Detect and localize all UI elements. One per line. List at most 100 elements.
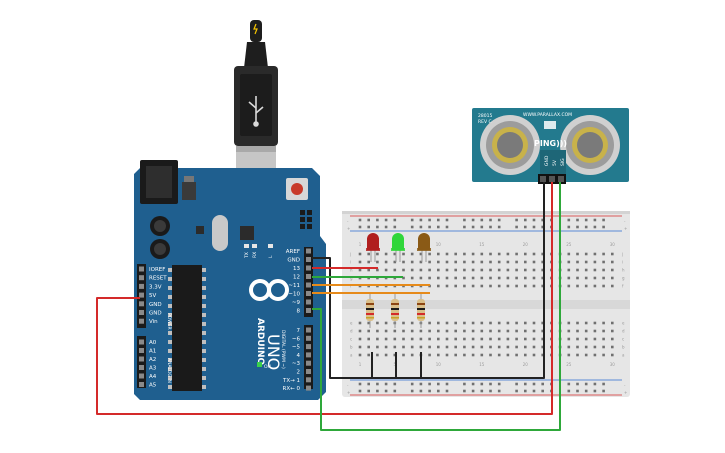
arduino-uno-board[interactable]: TX RX L ARDUINO UNO ON IOREFRESET3.3V5VG… <box>134 160 326 400</box>
rail-sign-left-3: + <box>347 390 350 395</box>
brand-text: ARDUINO <box>255 318 265 366</box>
digital-top-label-7: 8 <box>297 309 301 315</box>
digital-header-top <box>304 247 313 317</box>
power-pin-6[interactable] <box>139 318 144 324</box>
digital-top-pin-7[interactable] <box>306 308 311 313</box>
digital-top-pin-5[interactable] <box>306 291 311 296</box>
digital-bottom-pin-5[interactable] <box>306 369 311 374</box>
analog-pin-0[interactable] <box>139 339 144 345</box>
atmega-chip <box>172 265 202 391</box>
column-number-top-15: 15 <box>479 242 485 247</box>
rail-sign-left-1: + <box>347 226 350 231</box>
digital-bottom-pin-6[interactable] <box>306 377 311 383</box>
power-label-6: Vin <box>149 319 158 325</box>
digital-bottom-label-4: ~3 <box>292 361 301 367</box>
led-label-rx: RX <box>252 252 258 258</box>
digital-top-label-3: 12 <box>293 275 300 281</box>
row-letter-left-8: b <box>350 345 353 350</box>
row-letter-left-2: h <box>350 268 353 273</box>
analog-label-3: A3 <box>149 366 157 372</box>
sensor-pin-gnd[interactable] <box>540 176 546 182</box>
power-pin-1[interactable] <box>139 275 144 281</box>
digital-bottom-pin-0[interactable] <box>306 327 311 333</box>
resistor-0[interactable] <box>366 294 374 328</box>
digital-bottom-pin-4[interactable] <box>306 360 311 366</box>
column-number-bottom-10: 10 <box>436 362 442 367</box>
parallax-logo <box>544 121 556 129</box>
wire-5v-to-sensor[interactable] <box>96 182 553 415</box>
sensor-pin-sig[interactable] <box>558 176 564 182</box>
column-number-bottom-25: 25 <box>566 362 572 367</box>
digital-top-pin-4[interactable] <box>306 282 311 288</box>
power-pin-5[interactable] <box>139 310 144 315</box>
analog-pin-5[interactable] <box>139 382 144 387</box>
row-letter-left-7: c <box>350 337 352 342</box>
led-2[interactable] <box>417 233 431 262</box>
on-label: ON <box>264 364 271 370</box>
digital-top-pin-1[interactable] <box>306 257 311 262</box>
pin-label-gnd: GND <box>544 155 550 166</box>
led-0[interactable] <box>366 233 380 262</box>
power-pin-2[interactable] <box>139 283 144 289</box>
analog-pin-2[interactable] <box>139 356 144 362</box>
row-letter-left-9: a <box>350 353 353 358</box>
row-letter-right-6: d <box>622 329 625 334</box>
power-label-1: RESET <box>149 276 167 282</box>
usb-cable[interactable] <box>234 20 278 190</box>
digital-section-label: DIGITAL (PWM ~) <box>280 330 286 369</box>
power-pin-0[interactable] <box>139 266 144 272</box>
rail-sign-right-3: + <box>624 390 627 395</box>
revision-label: REV C <box>478 119 492 125</box>
digital-bottom-pin-1[interactable] <box>306 335 311 341</box>
power-label-0: IOREF <box>149 267 165 273</box>
wire-gnd-to-breadboard[interactable] <box>312 182 545 379</box>
analog-pin-1[interactable] <box>139 348 144 353</box>
pin-label-5v: 5V <box>552 159 558 166</box>
digital-top-pin-2[interactable] <box>306 265 311 271</box>
digital-top-label-5: ~10 <box>288 292 300 298</box>
digital-top-pin-3[interactable] <box>306 274 311 279</box>
sensor-title: PING))) <box>534 139 567 148</box>
ping-ultrasonic-sensor[interactable]: 28015 REV C WWW.PARALLAX.COM PING))) GND… <box>472 108 629 184</box>
power-pin-4[interactable] <box>139 301 144 307</box>
analog-header <box>137 336 146 388</box>
digital-top-label-4: ~11 <box>288 283 300 289</box>
column-number-bottom-1: 1 <box>359 362 362 367</box>
resistor-1[interactable] <box>391 294 399 328</box>
digital-top-pin-6[interactable] <box>306 299 311 305</box>
wire-pin8-to-sensor-sig[interactable] <box>312 182 561 431</box>
analog-pin-3[interactable] <box>139 365 144 370</box>
power-section-label: POWER <box>166 313 172 330</box>
row-letter-right-4: f <box>622 284 624 289</box>
rail-sign-left-2: - <box>347 383 349 388</box>
sensor-pin-5v[interactable] <box>549 176 555 182</box>
row-letter-right-9: a <box>622 353 625 358</box>
digital-bottom-pin-7[interactable] <box>306 385 311 391</box>
rail-sign-right-0: - <box>624 219 626 224</box>
row-letter-left-5: e <box>350 321 353 326</box>
model-text: UNO <box>264 334 283 370</box>
led-label-tx: TX <box>244 252 250 259</box>
led-1[interactable] <box>391 233 405 262</box>
digital-bottom-label-7: RX← 0 <box>283 386 301 392</box>
digital-top-label-1: GND <box>287 258 300 264</box>
row-letter-right-3: g <box>622 276 625 281</box>
power-pin-3[interactable] <box>139 292 144 298</box>
analog-label-4: A4 <box>149 374 157 380</box>
digital-bottom-pin-2[interactable] <box>306 344 311 350</box>
transducer-right-icon <box>560 115 620 175</box>
analog-label-1: A1 <box>149 349 156 355</box>
digital-bottom-label-5: 2 <box>297 370 301 376</box>
digital-bottom-label-0: 7 <box>297 328 301 334</box>
digital-top-label-0: AREF <box>286 249 300 255</box>
resistor-2[interactable] <box>417 294 425 328</box>
column-number-bottom-20: 20 <box>523 362 529 367</box>
digital-top-pin-0[interactable] <box>306 248 311 254</box>
power-label-5: GND <box>149 311 162 317</box>
digital-bottom-label-6: TX→ 1 <box>282 378 300 384</box>
rail-sign-right-1: + <box>624 226 627 231</box>
analog-pin-4[interactable] <box>139 373 144 379</box>
digital-bottom-pin-3[interactable] <box>306 352 311 358</box>
